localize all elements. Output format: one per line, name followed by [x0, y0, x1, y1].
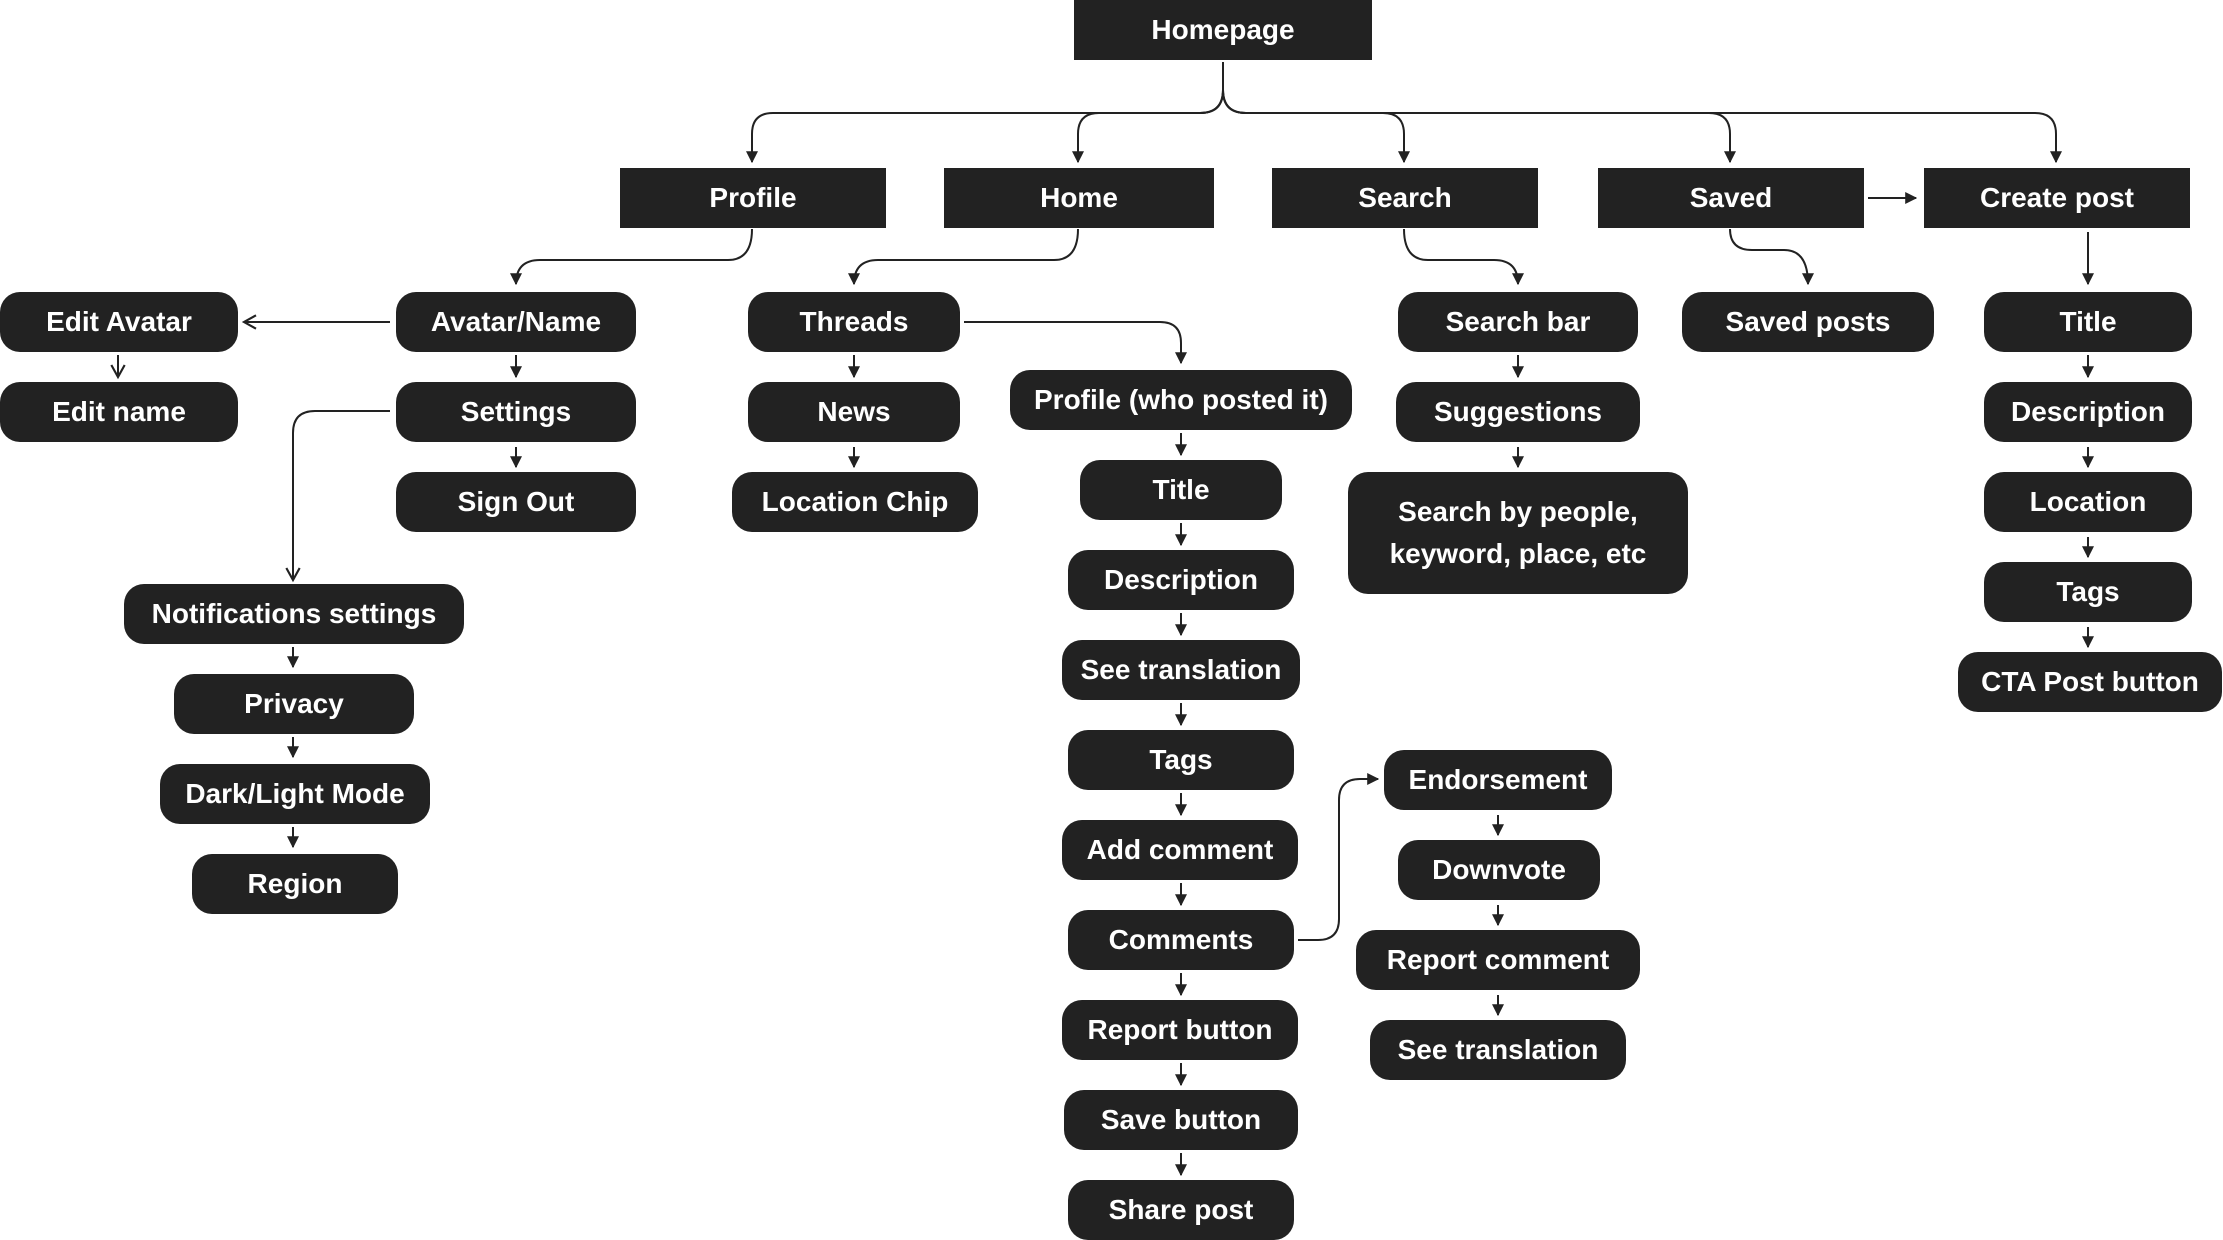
node-saved[interactable]: Saved — [1598, 168, 1864, 228]
connector-homepage-home — [1100, 62, 1224, 114]
node-privacy[interactable]: Privacy — [174, 674, 414, 734]
node-save-button[interactable]: Save button — [1064, 1090, 1298, 1150]
node-suggestions[interactable]: Suggestions — [1396, 382, 1640, 442]
node-profile[interactable]: Profile — [620, 168, 886, 228]
node-comment-see-translation[interactable]: See translation — [1370, 1020, 1626, 1080]
node-create-post[interactable]: Create post — [1924, 168, 2190, 228]
node-create-tags[interactable]: Tags — [1984, 562, 2192, 622]
node-post-see-translation[interactable]: See translation — [1062, 640, 1300, 700]
connector-search-searchbar — [1403, 228, 1524, 286]
connector-homepage-profile — [746, 62, 1224, 164]
node-search-by[interactable]: Search by people, keyword, place, etc — [1348, 472, 1688, 594]
connector-homepage-home-b — [1072, 89, 1224, 164]
connector-homepage-saved — [1222, 89, 1736, 164]
connector-comments-endorsement — [1298, 773, 1380, 941]
connector-home-threads — [848, 228, 1079, 286]
node-notifications-settings[interactable]: Notifications settings — [124, 584, 464, 644]
node-homepage[interactable]: Homepage — [1074, 0, 1372, 60]
node-create-title[interactable]: Title — [1984, 292, 2192, 352]
node-cta-post-button[interactable]: CTA Post button — [1958, 652, 2222, 712]
node-sign-out[interactable]: Sign Out — [396, 472, 636, 532]
node-endorsement[interactable]: Endorsement — [1384, 750, 1612, 810]
node-dark-light-mode[interactable]: Dark/Light Mode — [160, 764, 430, 824]
node-comments[interactable]: Comments — [1068, 910, 1294, 970]
node-threads[interactable]: Threads — [748, 292, 960, 352]
node-create-location[interactable]: Location — [1984, 472, 2192, 532]
node-news[interactable]: News — [748, 382, 960, 442]
node-share-post[interactable]: Share post — [1068, 1180, 1294, 1240]
connector-threads-profilewho — [964, 321, 1187, 365]
connector-homepage-search — [1222, 89, 1410, 164]
node-profile-who-posted[interactable]: Profile (who posted it) — [1010, 370, 1352, 430]
node-post-tags[interactable]: Tags — [1068, 730, 1294, 790]
node-downvote[interactable]: Downvote — [1398, 840, 1600, 900]
node-create-description[interactable]: Description — [1984, 382, 2192, 442]
connector-settings-notifications — [285, 410, 390, 583]
node-saved-posts[interactable]: Saved posts — [1682, 292, 1934, 352]
node-search[interactable]: Search — [1272, 168, 1538, 228]
node-region[interactable]: Region — [192, 854, 398, 914]
node-post-title[interactable]: Title — [1080, 460, 1282, 520]
node-report-button[interactable]: Report button — [1062, 1000, 1298, 1060]
node-post-description[interactable]: Description — [1068, 550, 1294, 610]
node-home[interactable]: Home — [944, 168, 1214, 228]
node-avatar-name[interactable]: Avatar/Name — [396, 292, 636, 352]
connector-saved-savedposts — [1729, 228, 1814, 286]
connector-homepage-create — [1222, 89, 2062, 164]
node-search-bar[interactable]: Search bar — [1398, 292, 1638, 352]
node-edit-name[interactable]: Edit name — [0, 382, 238, 442]
node-add-comment[interactable]: Add comment — [1062, 820, 1298, 880]
connector-profile-avatar — [510, 228, 753, 286]
node-location-chip[interactable]: Location Chip — [732, 472, 978, 532]
node-edit-avatar[interactable]: Edit Avatar — [0, 292, 238, 352]
node-report-comment[interactable]: Report comment — [1356, 930, 1640, 990]
node-settings[interactable]: Settings — [396, 382, 636, 442]
